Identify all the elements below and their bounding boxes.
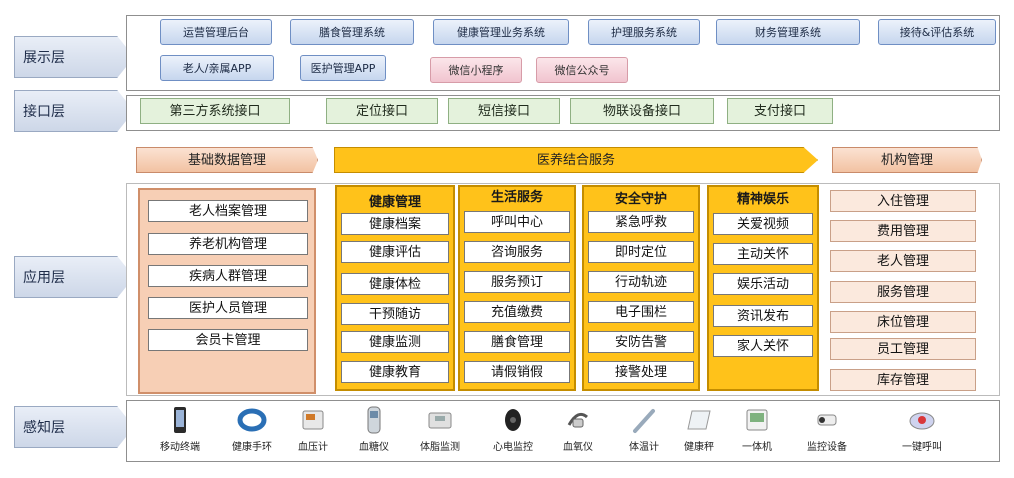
layer-label-application: 应用层 — [14, 256, 134, 298]
health-item-assessment[interactable]: 健康评估 — [341, 241, 449, 263]
system-reception-assessment[interactable]: 接待&评估系统 — [878, 19, 996, 45]
device-label: 监控设备 — [807, 442, 847, 453]
safety-item-alarm[interactable]: 安防告警 — [588, 331, 694, 353]
life-service-title: 生活服务 — [490, 190, 543, 205]
interface-iot-device[interactable]: 物联设备接口 — [570, 98, 714, 124]
header-institution: 机构管理 — [832, 147, 982, 173]
camera-icon — [817, 414, 837, 426]
wechat-mini-program[interactable]: 微信小程序 — [430, 57, 522, 83]
layer-label-interface: 接口层 — [14, 90, 134, 132]
life-item-booking[interactable]: 服务预订 — [464, 271, 570, 293]
device-label: 体温计 — [629, 442, 659, 453]
device-blood-pressure[interactable]: 血压计 — [278, 405, 348, 453]
header-integrated-service: 医养结合服务 — [334, 147, 818, 173]
body-fat-scale-icon — [428, 412, 452, 429]
inst-item-inventory[interactable]: 库存管理 — [830, 369, 976, 391]
basic-item-disease-groups[interactable]: 疾病人群管理 — [148, 265, 308, 287]
system-diet[interactable]: 膳食管理系统 — [290, 19, 414, 45]
health-scale-icon — [687, 410, 711, 430]
ent-item-care-video[interactable]: 关爱视频 — [713, 213, 813, 235]
device-label: 血氧仪 — [563, 442, 593, 453]
app-medical-care[interactable]: 医护管理APP — [300, 55, 386, 81]
device-label: 血压计 — [298, 442, 328, 453]
health-item-followup[interactable]: 干预随访 — [341, 303, 449, 325]
device-label: 血糖仪 — [359, 442, 389, 453]
inst-item-elderly[interactable]: 老人管理 — [830, 250, 976, 272]
device-glucose-meter[interactable]: 血糖仪 — [339, 405, 409, 453]
device-ecg[interactable]: 心电监控 — [478, 405, 548, 453]
system-health-business[interactable]: 健康管理业务系统 — [433, 19, 569, 45]
safety-title: 安全守护 — [614, 192, 667, 207]
layer-label-presentation: 展示层 — [14, 36, 134, 78]
call-button-icon — [909, 412, 935, 430]
safety-item-emergency[interactable]: 紧急呼救 — [588, 211, 694, 233]
system-finance[interactable]: 财务管理系统 — [716, 19, 860, 45]
all-in-one-icon — [746, 409, 768, 431]
safety-item-alarm-handling[interactable]: 接警处理 — [588, 361, 694, 383]
glucose-meter-icon — [367, 406, 381, 434]
thermometer-icon — [633, 409, 655, 433]
device-mobile-terminal[interactable]: 移动终端 — [145, 405, 215, 453]
wristband-icon — [237, 408, 267, 432]
inst-item-staff[interactable]: 员工管理 — [830, 338, 976, 360]
ecg-monitor-icon — [505, 409, 521, 431]
interface-third-party[interactable]: 第三方系统接口 — [140, 98, 290, 124]
basic-item-institutions[interactable]: 养老机构管理 — [148, 233, 308, 255]
device-camera[interactable]: 监控设备 — [792, 405, 862, 453]
health-item-monitoring[interactable]: 健康监测 — [341, 331, 449, 353]
wechat-official-account[interactable]: 微信公众号 — [536, 57, 628, 83]
basic-data-panel — [138, 188, 316, 394]
oximeter-icon — [567, 412, 588, 428]
device-oximeter[interactable]: 血氧仪 — [543, 405, 613, 453]
device-all-in-one[interactable]: 一体机 — [722, 405, 792, 453]
system-ops-admin[interactable]: 运营管理后台 — [160, 19, 272, 45]
life-item-payment[interactable]: 充值缴费 — [464, 301, 570, 323]
ent-item-activities[interactable]: 娱乐活动 — [713, 273, 813, 295]
device-body-fat[interactable]: 体脂监测 — [405, 405, 475, 453]
inst-item-services[interactable]: 服务管理 — [830, 281, 976, 303]
health-item-education[interactable]: 健康教育 — [341, 361, 449, 383]
basic-item-medical-staff[interactable]: 医护人员管理 — [148, 297, 308, 319]
inst-item-checkin[interactable]: 入住管理 — [830, 190, 976, 212]
header-basic-data: 基础数据管理 — [136, 147, 318, 173]
blood-pressure-icon — [302, 410, 324, 430]
phone-icon — [174, 407, 186, 433]
life-item-call-center[interactable]: 呼叫中心 — [464, 211, 570, 233]
device-label: 健康手环 — [232, 442, 272, 453]
app-elderly-family[interactable]: 老人/亲属APP — [160, 55, 274, 81]
life-item-leave[interactable]: 请假销假 — [464, 361, 570, 383]
device-wristband[interactable]: 健康手环 — [217, 405, 287, 453]
interface-sms[interactable]: 短信接口 — [448, 98, 560, 124]
system-nursing[interactable]: 护理服务系统 — [588, 19, 700, 45]
entertainment-title: 精神娱乐 — [736, 192, 789, 207]
perception-layer-frame — [126, 400, 1000, 462]
layer-label-perception: 感知层 — [14, 406, 134, 448]
inst-item-fees[interactable]: 费用管理 — [830, 220, 976, 242]
device-label: 体脂监测 — [420, 442, 460, 453]
device-label: 移动终端 — [160, 442, 200, 453]
basic-item-elderly-records[interactable]: 老人档案管理 — [148, 200, 308, 222]
inst-item-beds[interactable]: 床位管理 — [830, 311, 976, 333]
health-item-records[interactable]: 健康档案 — [341, 213, 449, 235]
health-management-title: 健康管理 — [368, 195, 421, 210]
safety-item-location[interactable]: 即时定位 — [588, 241, 694, 263]
life-item-diet[interactable]: 膳食管理 — [464, 331, 570, 353]
health-item-checkup[interactable]: 健康体检 — [341, 273, 449, 295]
basic-item-member-card[interactable]: 会员卡管理 — [148, 329, 308, 351]
device-label: 心电监控 — [493, 442, 533, 453]
ent-item-family-care[interactable]: 家人关怀 — [713, 335, 813, 357]
device-thermometer[interactable]: 体温计 — [609, 405, 679, 453]
interface-payment[interactable]: 支付接口 — [727, 98, 833, 124]
interface-location[interactable]: 定位接口 — [326, 98, 438, 124]
safety-item-geofence[interactable]: 电子围栏 — [588, 301, 694, 323]
ent-item-news[interactable]: 资讯发布 — [713, 305, 813, 327]
safety-item-trajectory[interactable]: 行动轨迹 — [588, 271, 694, 293]
device-call-button[interactable]: 一键呼叫 — [887, 405, 957, 453]
device-label: 健康秤 — [684, 442, 714, 453]
ent-item-active-care[interactable]: 主动关怀 — [713, 243, 813, 265]
life-item-consulting[interactable]: 咨询服务 — [464, 241, 570, 263]
device-health-scale[interactable]: 健康秤 — [664, 405, 734, 453]
device-label: 一体机 — [742, 442, 772, 453]
device-label: 一键呼叫 — [902, 442, 942, 453]
